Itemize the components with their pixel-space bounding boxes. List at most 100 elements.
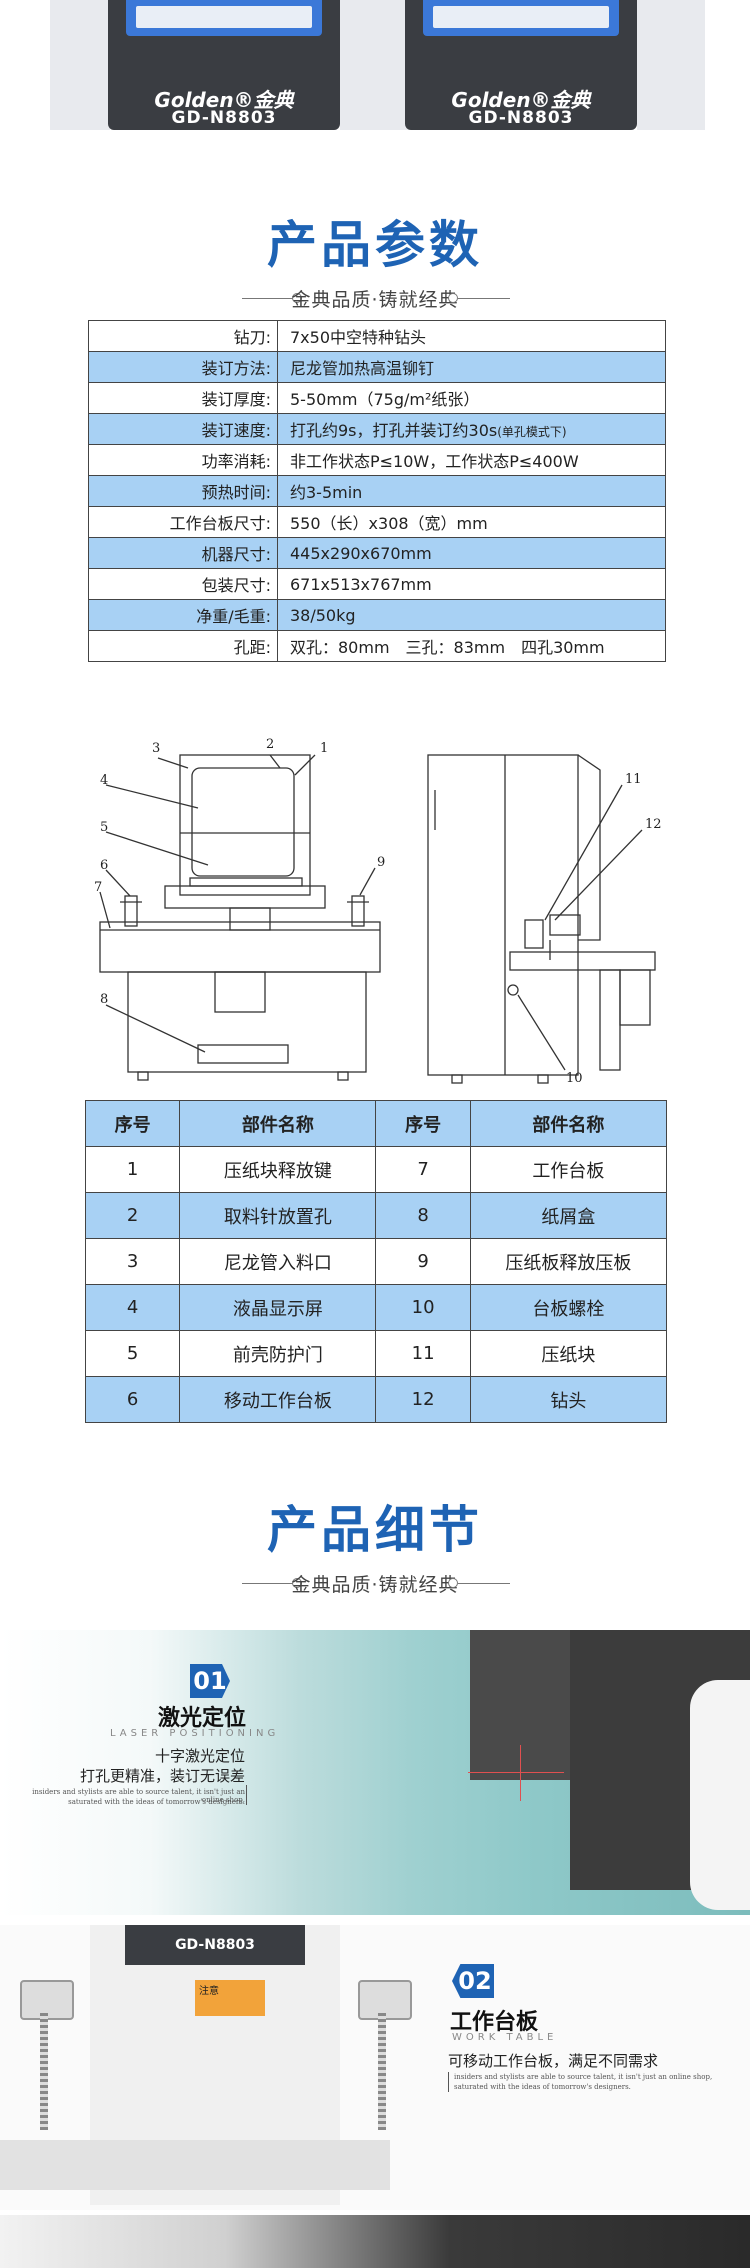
spec-value: 671x513x767mm	[277, 568, 666, 600]
feature-en-2: WORK TABLE	[452, 2032, 558, 2043]
spec-row: 孔距:双孔：80mm 三孔：83mm 四孔30mm	[88, 630, 666, 662]
work-table	[0, 2140, 390, 2190]
part-name: 工作台板	[469, 1146, 668, 1193]
parts-header-cell: 序号	[375, 1100, 471, 1147]
spec-key: 包装尺寸:	[88, 568, 278, 600]
spec-key: 机器尺寸:	[88, 537, 278, 569]
warning-text: 注意	[199, 1986, 219, 1997]
feature-tiny-1b: saturated with the ideas of tomorrow's d…	[68, 1798, 245, 1806]
machine-side-panel	[50, 0, 110, 130]
part-number: 8	[375, 1192, 471, 1239]
part-name: 钻头	[469, 1376, 668, 1423]
paper-roll	[690, 1680, 750, 1910]
feature-desc-1b: 打孔更精准，装订无误差	[79, 1767, 245, 1785]
spec-key: 功率消耗:	[88, 444, 278, 476]
left-spring	[40, 2010, 48, 2130]
spec-row: 装订厚度:5-50mm（75g/m²纸张）	[88, 382, 666, 414]
machine-side-panel	[340, 0, 400, 130]
part-number: 6	[84, 1376, 181, 1423]
spec-value-text: 445x290x670mm	[290, 543, 432, 563]
feature-tiny-2b: saturated with the ideas of tomorrow's d…	[454, 2083, 631, 2091]
worktable-machine-head: GD-N8803	[125, 1925, 305, 1965]
spec-row: 机器尺寸: 445x290x670mm	[88, 537, 666, 569]
spec-key: 装订速度:	[88, 413, 278, 445]
spec-table: 钻刀: 7x50中空特种钻头装订方法: 尼龙管加热高温铆钉装订厚度:5-50mm（7…	[88, 320, 666, 662]
machine-photo-left: Golden®金典 GD-N8803	[108, 0, 340, 130]
diagram-label: 2	[266, 737, 274, 752]
part-name: 压纸板释放压板	[469, 1238, 668, 1285]
diagram-label: 12	[645, 817, 662, 832]
spec-note: (单孔模式下)	[497, 425, 567, 439]
laser-cross-horizontal	[468, 1772, 564, 1773]
spec-key: 钻刀:	[88, 320, 278, 352]
section-subtitle-params: 金典品质·铸就经典	[291, 289, 459, 311]
divider	[242, 298, 294, 299]
feature-desc-1a: 十字激光定位	[154, 1747, 245, 1765]
spec-value: 7x50中空特种钻头	[277, 320, 666, 352]
feature-tiny-1a: insiders and stylists are able to source…	[32, 1788, 245, 1804]
machine-brand: Golden®金典	[154, 88, 294, 112]
section-title-details: 产品细节	[267, 1501, 483, 1559]
divider	[458, 1583, 510, 1584]
part-number: 7	[375, 1146, 471, 1193]
spec-value: 尼龙管加热高温铆钉	[277, 351, 666, 383]
spec-row: 装订速度:打孔约9s，打孔并装订约30s(单孔模式下)	[88, 413, 666, 445]
part-name: 压纸块	[469, 1330, 668, 1377]
diagram-label: 5	[100, 820, 108, 835]
spec-value-text: 7x50中空特种钻头	[290, 328, 427, 347]
diagram-label: 4	[100, 773, 108, 788]
machine-model: GD-N8803	[171, 108, 277, 128]
right-spring	[378, 2010, 386, 2130]
divider-dot	[292, 293, 302, 303]
diagram-label: 3	[152, 741, 160, 756]
part-number: 5	[84, 1330, 181, 1377]
spec-value-text: 5-50mm（75g/m²纸张）	[290, 390, 480, 409]
divider-dot	[448, 293, 458, 303]
part-name: 压纸块释放键	[179, 1146, 377, 1193]
spec-row: 预热时间:约3-5min	[88, 475, 666, 507]
divider	[242, 1583, 294, 1584]
part-name: 液晶显示屏	[179, 1284, 377, 1331]
part-number: 3	[84, 1238, 181, 1285]
section-subtitle-details: 金典品质·铸就经典	[291, 1574, 459, 1596]
spec-row: 装订方法: 尼龙管加热高温铆钉	[88, 351, 666, 383]
part-name: 取料针放置孔	[179, 1192, 377, 1239]
part-name: 移动工作台板	[179, 1376, 377, 1423]
machine-screen	[423, 0, 619, 36]
warning-label: 注意	[195, 1980, 265, 2016]
part-name: 纸屑盒	[469, 1192, 668, 1239]
spec-value: 445x290x670mm	[277, 537, 666, 569]
part-number: 1	[84, 1146, 181, 1193]
spec-row: 钻刀: 7x50中空特种钻头	[88, 320, 666, 352]
diagram-label: 1	[320, 741, 328, 756]
part-name: 台板螺栓	[469, 1284, 668, 1331]
spec-value-text: 非工作状态P≤10W，工作状态P≤400W	[290, 452, 579, 471]
spec-value-text: 38/50kg	[290, 605, 356, 625]
machine-photo-right: Golden®金典 GD-N8803	[405, 0, 637, 130]
feature-en-1: LASER POSITIONING	[110, 1728, 280, 1739]
laser-cross-vertical	[520, 1745, 521, 1801]
part-number: 4	[84, 1284, 181, 1331]
machine-brand: Golden®金典	[451, 88, 591, 112]
spec-value: 双孔：80mm 三孔：83mm 四孔30mm	[277, 630, 666, 662]
parts-header-cell: 序号	[84, 1100, 181, 1147]
parts-header-cell: 部件名称	[179, 1100, 377, 1147]
feature-title-2: 工作台板	[450, 2010, 539, 2035]
spec-key: 装订方法:	[88, 351, 278, 383]
feature-title-1: 激光定位	[158, 1706, 247, 1731]
parts-header-cell: 部件名称	[469, 1100, 668, 1147]
divider	[458, 298, 510, 299]
part-name: 尼龙管入料口	[179, 1238, 377, 1285]
spec-value-text: 尼龙管加热高温铆钉	[290, 359, 435, 378]
spec-row: 净重/毛重: 38/50kg	[88, 599, 666, 631]
machine-side-panel	[637, 0, 705, 130]
spec-key: 净重/毛重:	[88, 599, 278, 631]
spec-key: 孔距:	[88, 630, 278, 662]
